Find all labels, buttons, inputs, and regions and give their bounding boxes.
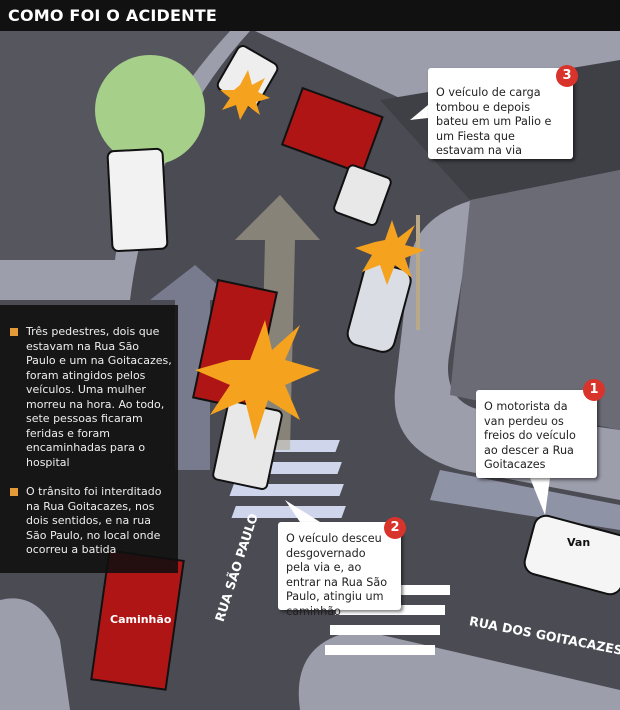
bullet-text: O trânsito foi interditado na Rua Goitac…: [26, 485, 162, 556]
bullet-square-icon: [10, 328, 18, 336]
step-badge-2: 2: [384, 517, 406, 539]
tree: [95, 55, 205, 165]
page-title: COMO FOI O ACIDENTE: [8, 6, 217, 25]
callout-text: O veículo de carga tombou e depois bateu…: [436, 86, 552, 157]
callout-tail-3: [410, 105, 428, 120]
impact-burst: [195, 70, 425, 440]
bullet-square-icon: [10, 488, 18, 496]
callout-step-1: O motorista da van perdeu os freios do v…: [476, 390, 597, 478]
info-bullet: Três pedestres, dois que estavam na Rua …: [10, 325, 172, 470]
callout-step-2: O veículo desceu desgovernado pela via e…: [278, 522, 401, 618]
callout-tail-2: [285, 500, 320, 522]
title-bar: COMO FOI O ACIDENTE: [0, 0, 620, 31]
callout-text: O veículo desceu desgovernado pela via e…: [286, 532, 388, 618]
callout-tail-1: [530, 478, 550, 515]
info-bullet: O trânsito foi interditado na Rua Goitac…: [10, 485, 172, 558]
vehicle-label-truck: Caminhão: [110, 613, 172, 626]
step-badge-3: 3: [556, 65, 578, 87]
cargo-truck-overturned: [280, 86, 384, 175]
direction-arrow-right: [235, 195, 320, 450]
sidewalk-bottom-left: [0, 598, 70, 710]
direction-arrow-left: [150, 265, 235, 470]
bullet-text: Três pedestres, dois que estavam na Rua …: [26, 325, 172, 469]
white-van-left: [106, 147, 169, 253]
white-truck-cab: [212, 400, 283, 491]
callout-step-3: O veículo de carga tombou e depois bateu…: [428, 68, 573, 159]
van-vehicle: [523, 514, 620, 596]
cargo-truck-cab: [333, 164, 392, 226]
sidewalk-van: [430, 470, 620, 530]
callout-text: O motorista da van perdeu os freios do v…: [484, 400, 576, 471]
step-badge-1: 1: [583, 379, 605, 401]
info-panel: Três pedestres, dois que estavam na Rua …: [0, 305, 178, 573]
block-top-right: [450, 170, 620, 430]
vehicle-label-van: Van: [567, 536, 591, 549]
